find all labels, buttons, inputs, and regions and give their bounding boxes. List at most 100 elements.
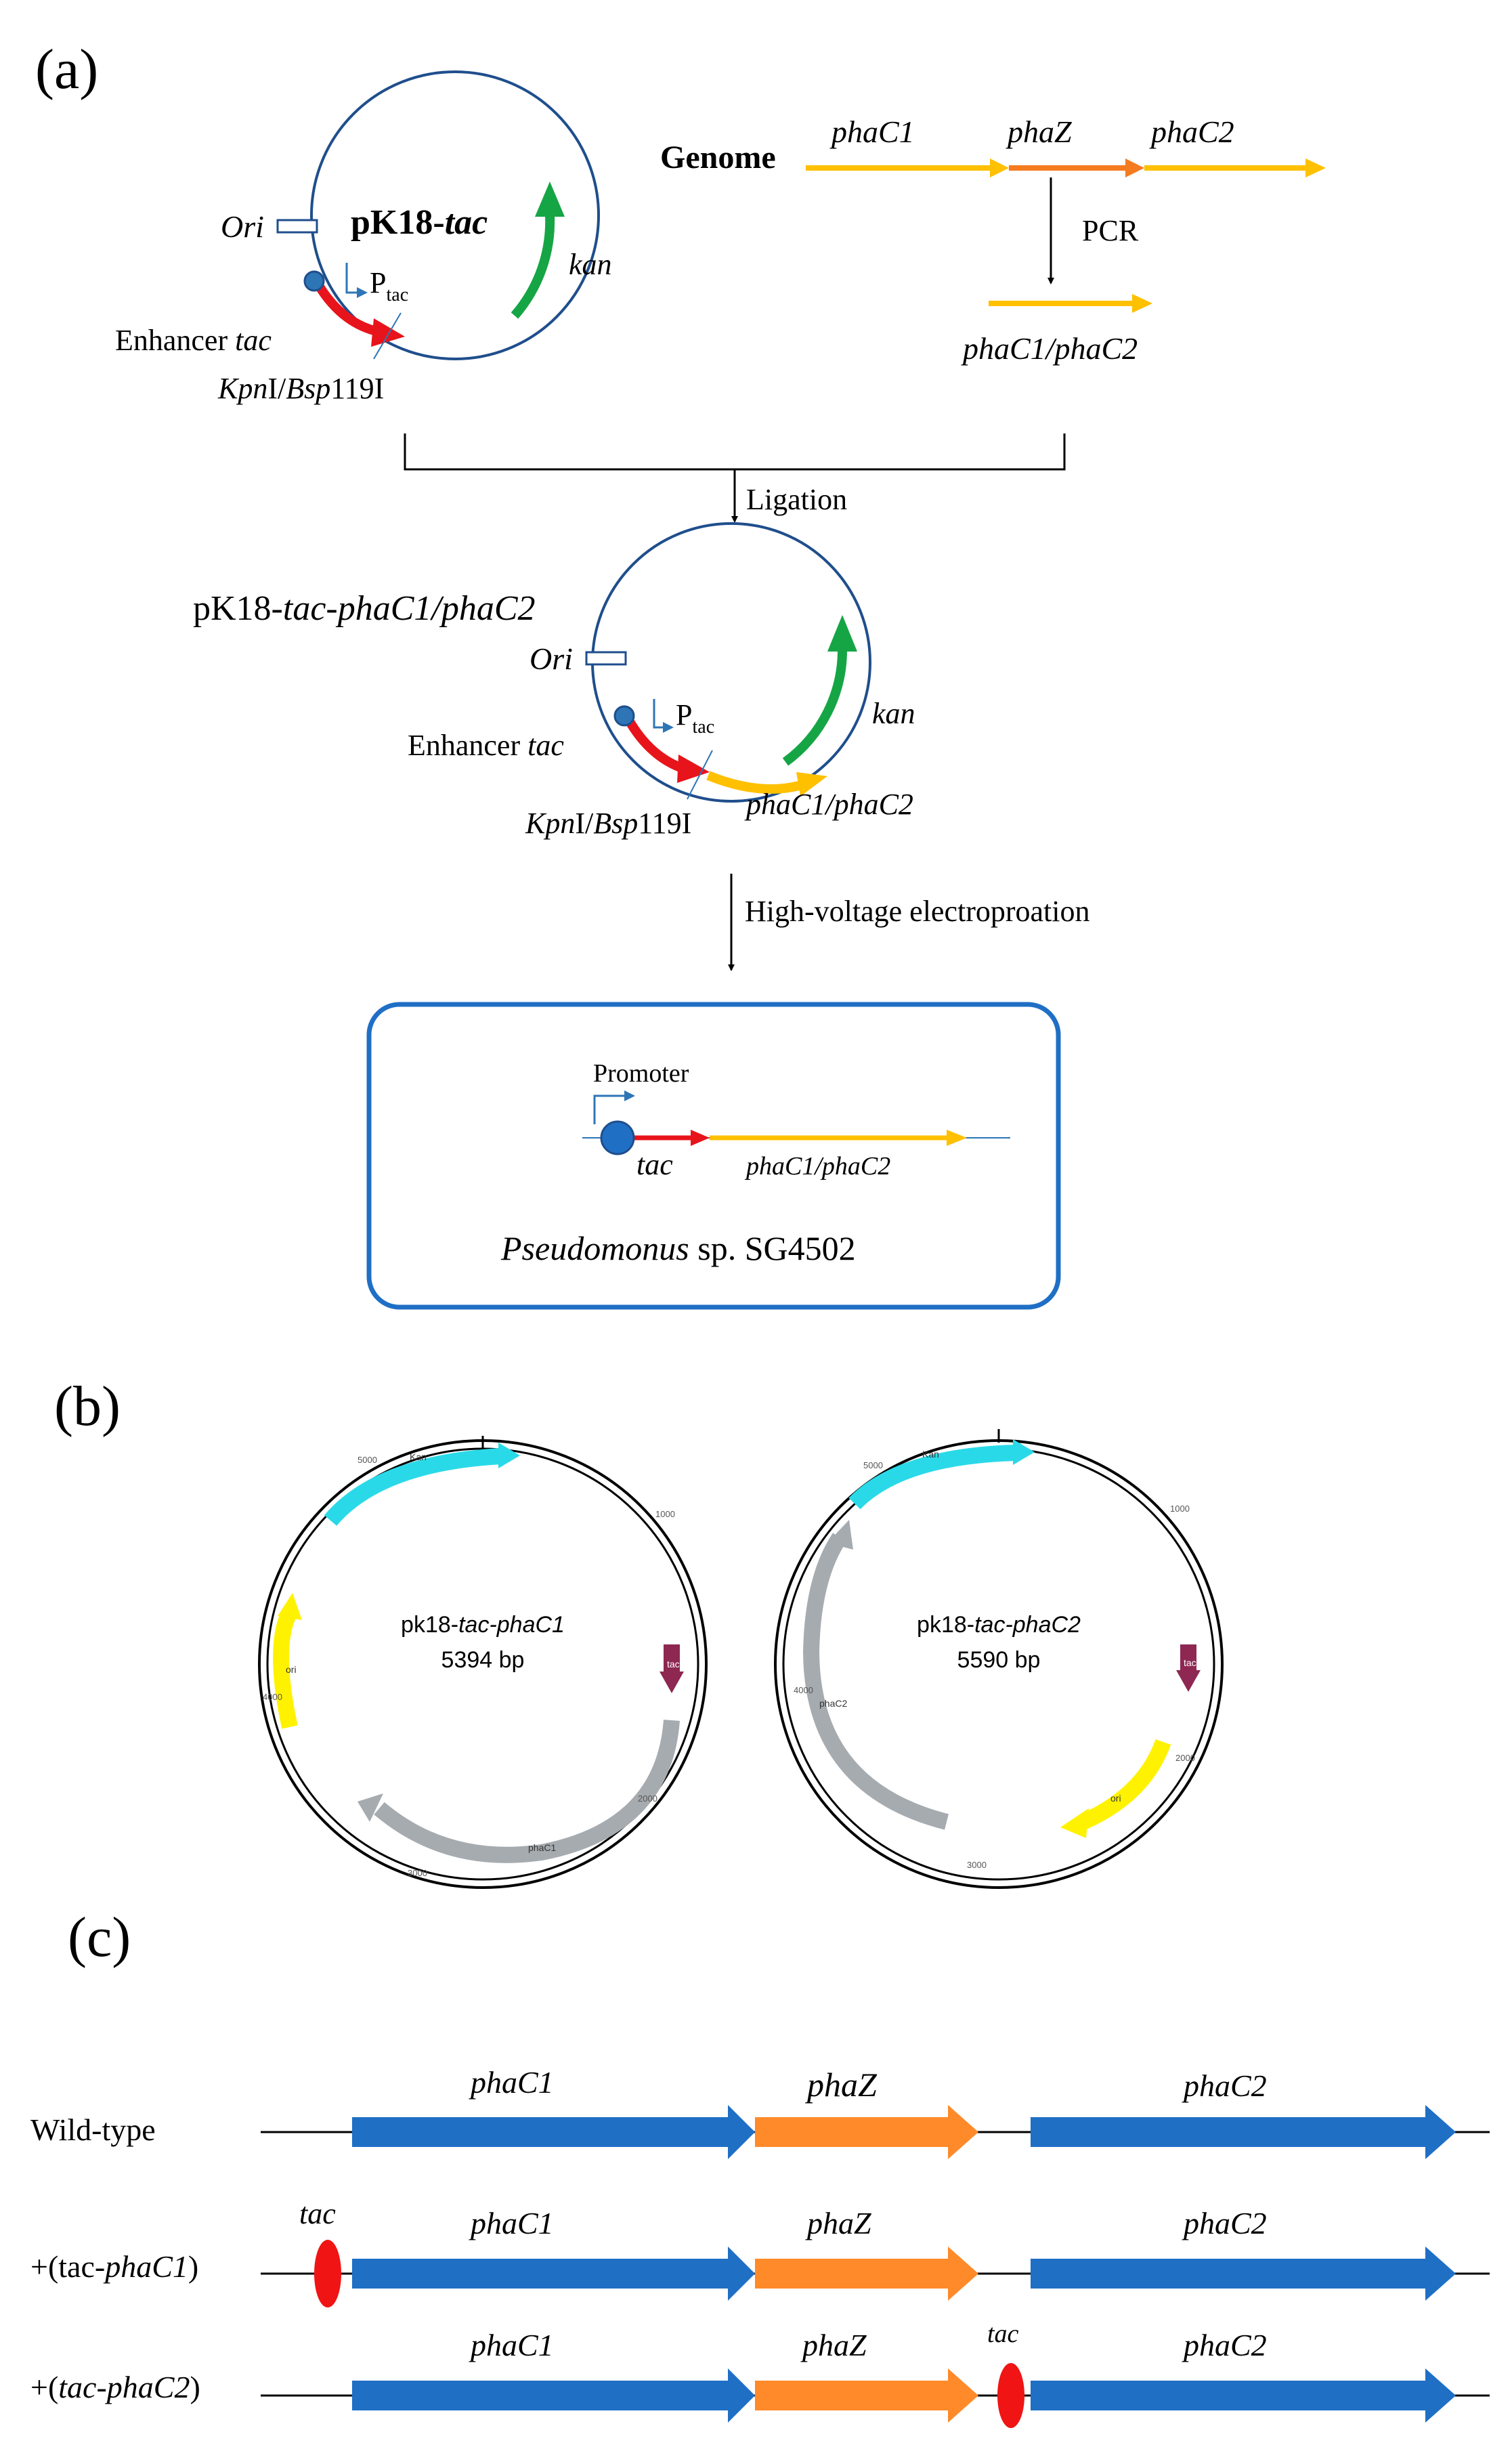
panel-a-label: (a) xyxy=(35,38,98,101)
plasmid-map-1: pk18-tac-phaC1 5394 bp Kan tac phaC1 ori… xyxy=(258,1436,708,1889)
plasmid1-backbone xyxy=(310,70,600,360)
map1-tick-4000: 4000 xyxy=(263,1692,282,1702)
plasmid2-ori-label: Ori xyxy=(530,641,573,676)
plasmid1-kan-arrowhead xyxy=(535,182,565,217)
row3-tac-marker xyxy=(997,2363,1024,2428)
strain-box-frame xyxy=(366,1002,1061,1310)
map2-tick-3000: 3000 xyxy=(967,1860,987,1870)
row3-label: +(tac-phaC2) xyxy=(30,2370,200,2404)
plasmid2-kan-arrowhead xyxy=(827,615,857,652)
map2-size: 5590 bp xyxy=(957,1647,1041,1673)
map2-tick-5000: 5000 xyxy=(863,1460,883,1470)
map2-ori-label: ori xyxy=(1110,1793,1121,1804)
plasmid2-name: pK18-tac-phaC1/phaC2 xyxy=(193,589,536,628)
plasmid2-enhancer-label: Enhancer tac xyxy=(408,729,564,762)
plasmid2-insert-label: phaC1/phaC2 xyxy=(744,788,913,821)
map1-kan-label: Kan xyxy=(410,1451,427,1462)
map2-tac-head xyxy=(1176,1670,1201,1692)
map2-gene-arc xyxy=(802,1533,949,1830)
plasmid2-ptac-arrow xyxy=(653,699,674,733)
map2-kan-head xyxy=(1013,1439,1035,1465)
plasmid1-tac-arc xyxy=(314,282,381,337)
map1-tick-5000: 5000 xyxy=(358,1455,377,1465)
row2-label: +(tac-phaC1) xyxy=(30,2249,198,2284)
row-wild-type: Wild-type phaC1 phaZ phaC2 xyxy=(30,2065,1490,2159)
genome-operon: Genome phaC1 phaZ phaC2 PCR phaC1/phaC2 xyxy=(660,114,1326,366)
plasmid-pk18-tac: Ori pK18-tac Ptac kan Enhancer tac KpnI/… xyxy=(115,70,612,405)
map2-gene-head xyxy=(827,1520,853,1550)
map2-kan-label: Kan xyxy=(922,1449,939,1460)
row3-gene1-label: phaC1 xyxy=(469,2328,554,2362)
plasmid-pk18-tac-phaC: pK18-tac-phaC1/phaC2 Ori Ptac kan Enhanc… xyxy=(193,522,915,840)
row3-tac-label: tac xyxy=(987,2320,1019,2348)
plasmid2-tac-arc xyxy=(624,717,686,773)
map1-ori-label: ori xyxy=(286,1664,297,1675)
plasmid1-kan-label: kan xyxy=(569,248,612,281)
plasmid1-enhancer-label: Enhancer tac xyxy=(115,324,272,357)
map2-tick-4000: 4000 xyxy=(794,1685,813,1695)
row1-label: Wild-type xyxy=(30,2112,156,2147)
row-tac-phaC1: +(tac-phaC1) tac phaC1 phaZ phaC2 xyxy=(30,2197,1490,2307)
map1-title: pk18-tac-phaC1 xyxy=(401,1612,565,1638)
row1-gene3-label: phaC2 xyxy=(1182,2068,1267,2103)
row3-gene2-label: phaZ xyxy=(800,2328,867,2362)
panel-b-label: (b) xyxy=(54,1375,121,1438)
genome-phaC2-head xyxy=(1305,158,1326,177)
box-promoter-arrow xyxy=(593,1090,635,1124)
box-promoter-dot xyxy=(600,1120,635,1155)
map2-tac-label: tac xyxy=(1184,1657,1196,1668)
plasmid1-ori-label: Ori xyxy=(221,209,264,244)
plasmid2-ori-box xyxy=(585,651,627,666)
plasmid-map-2: pk18-tac-phaC2 5590 bp Kan tac ori phaC2… xyxy=(774,1429,1224,1889)
box-promoter-label: Promoter xyxy=(593,1059,689,1088)
row2-gene2-label: phaZ xyxy=(805,2206,871,2240)
box-gene-label: phaC1/phaC2 xyxy=(744,1152,890,1180)
map1-tick-3000: 3000 xyxy=(408,1868,427,1878)
plasmid1-enhancer-dot xyxy=(303,270,325,292)
genome-gene3-label: phaC2 xyxy=(1149,114,1234,149)
row2-gene2-arrow xyxy=(755,2247,978,2301)
map1-kan-head xyxy=(498,1443,520,1468)
map1-ori-arc xyxy=(273,1608,298,1729)
pcr-product-label: phaC1/phaC2 xyxy=(961,331,1138,366)
map1-tick-1000: 1000 xyxy=(655,1509,675,1519)
genome-gene1-label: phaC1 xyxy=(829,114,915,149)
box-gene-head xyxy=(947,1130,967,1146)
box-tac-head xyxy=(691,1130,710,1146)
row3-gene3-label: phaC2 xyxy=(1182,2328,1267,2362)
map1-size: 5394 bp xyxy=(441,1647,525,1673)
plasmid1-ptac-label: Ptac xyxy=(370,266,408,305)
row1-gene1-arrow xyxy=(352,2105,755,2159)
row-tac-phaC2: +(tac-phaC2) tac phaC1 phaZ phaC2 xyxy=(30,2320,1490,2428)
row2-gene1-arrow xyxy=(352,2247,755,2301)
box-organism-label: Pseudomonus sp. SG4502 xyxy=(500,1229,856,1267)
map2-ori-arc xyxy=(1080,1739,1171,1829)
genome-gene2-label: phaZ xyxy=(1006,114,1072,149)
plasmid2-site-label: KpnI/Bsp119I xyxy=(525,807,691,840)
plasmid1-site-line xyxy=(373,312,402,360)
plasmid2-ptac-label: Ptac xyxy=(676,698,714,738)
map1-tac-label: tac xyxy=(667,1659,680,1669)
genome-phaC1-head xyxy=(990,158,1009,177)
panel-c-label: (c) xyxy=(68,1906,131,1969)
plasmid2-enhancer-dot xyxy=(613,705,635,727)
row2-tac-label: tac xyxy=(299,2197,336,2230)
ligation-bracket xyxy=(404,433,1066,471)
plasmid1-name: pK18-tac xyxy=(351,203,488,242)
genome-label: Genome xyxy=(660,140,776,175)
electroporation-label: High-voltage electroproation xyxy=(745,895,1089,928)
plasmid2-kan-arc xyxy=(782,648,848,766)
row2-gene1-label: phaC1 xyxy=(469,2206,554,2240)
map2-kan-arc xyxy=(848,1445,1016,1510)
map1-tac-head xyxy=(660,1672,684,1693)
plasmid2-site-line xyxy=(687,750,713,800)
map2-ori-head xyxy=(1060,1808,1089,1838)
map2-tick-2000: 2000 xyxy=(1175,1753,1195,1763)
map1-tick-2000: 2000 xyxy=(638,1793,657,1804)
pcr-product-head xyxy=(1132,294,1152,313)
plasmid1-kan-arc xyxy=(511,215,555,319)
plasmid2-tac-arrowhead xyxy=(677,754,710,783)
map2-gene-label: phaC2 xyxy=(819,1698,847,1709)
plasmid1-ptac-arrow xyxy=(345,263,368,298)
transformed-strain-box: Promoter tac phaC1/phaC2 Pseudomonus sp.… xyxy=(366,1002,1061,1310)
